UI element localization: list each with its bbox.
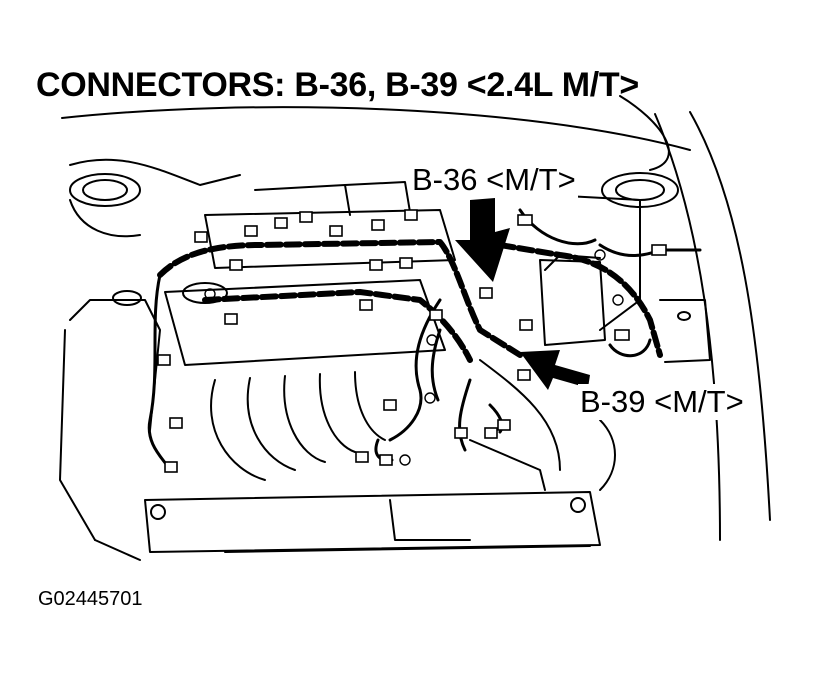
figure-id: G02445701 xyxy=(38,588,143,610)
b39-arrow-icon xyxy=(520,350,590,390)
diagram-title: CONNECTORS: B-36, B-39 <2.4L M/T> xyxy=(36,66,639,104)
callout-b39: B-39 <M/T> xyxy=(578,384,746,420)
callout-b36: B-36 <M/T> xyxy=(410,162,578,198)
b36-arrow-icon xyxy=(455,198,510,282)
